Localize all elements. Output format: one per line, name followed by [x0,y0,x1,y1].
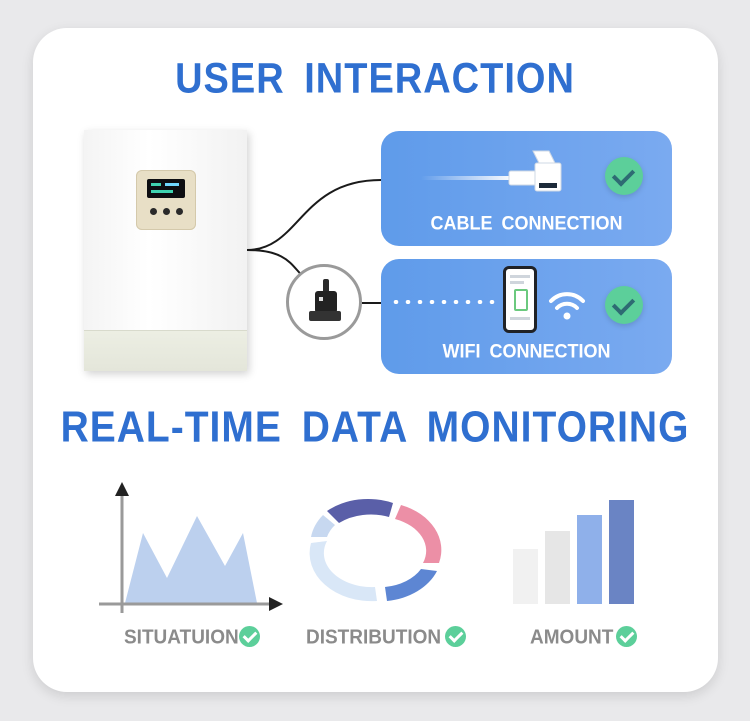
area-chart-icon [99,482,283,613]
inverter-button [163,208,170,215]
wifi-dongle-icon [286,264,362,340]
inverter-button [176,208,183,215]
amount-caption: AMOUNT [530,626,614,649]
cable-connection-label: CABLE CONNECTION [430,211,623,234]
ethernet-cable-icon [421,150,562,192]
wireless-signal-dots [390,300,495,304]
user-interaction-heading: USER INTERACTION [175,55,575,103]
amount-check-icon [616,626,637,647]
amount-bar [577,515,602,604]
ring-chart-icon [309,498,442,602]
wifi-connection-label: WIFI CONNECTION [442,339,611,362]
wifi-icon [549,292,585,320]
situation-check-icon [239,626,260,647]
wifi-check-icon [605,286,643,324]
dongle-graphic [309,279,341,321]
cable-connection-card: CABLE CONNECTION [381,131,672,246]
amount-bar [609,500,634,604]
smartphone-icon [503,266,537,333]
inverter-illustration [84,130,247,371]
amount-bar [545,531,570,604]
situation-caption: SITUATUION [124,626,239,649]
distribution-caption: DISTRIBUTION [306,626,442,649]
amount-bar [513,549,538,604]
inverter-display [147,179,185,198]
inverter-base [84,330,247,371]
distribution-check-icon [445,626,466,647]
cable-check-icon [605,157,643,195]
inverter-control-panel [136,170,196,230]
inverter-button [150,208,157,215]
real-time-monitoring-heading: REAL-TIME DATA MONITORING [60,403,690,452]
